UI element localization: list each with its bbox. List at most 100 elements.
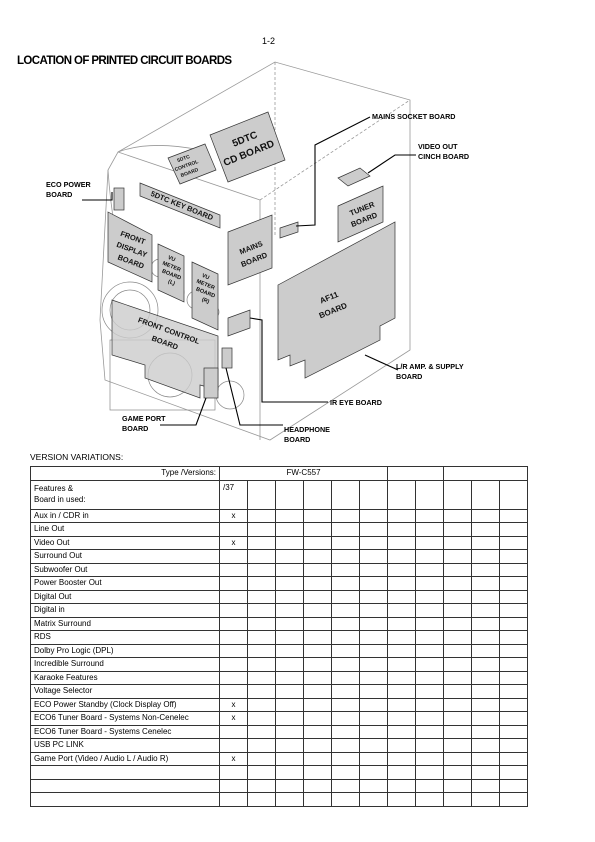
empty-cell bbox=[247, 765, 276, 780]
empty-cell bbox=[247, 643, 276, 658]
mark-cell bbox=[219, 670, 248, 685]
empty-cell bbox=[443, 508, 472, 523]
page-number: 1-2 bbox=[262, 36, 276, 46]
empty-cell bbox=[499, 738, 528, 753]
empty-cell bbox=[359, 697, 388, 712]
empty-cell bbox=[359, 724, 388, 739]
empty-cell bbox=[499, 562, 528, 577]
empty-cell bbox=[247, 549, 276, 564]
table-row bbox=[30, 778, 528, 793]
empty-cell bbox=[359, 778, 388, 793]
feature-cell: Dolby Pro Logic (DPL) bbox=[30, 643, 220, 658]
empty-cell bbox=[499, 576, 528, 591]
table-row: Digital in bbox=[30, 603, 528, 618]
empty-cell bbox=[471, 535, 500, 550]
empty-cell bbox=[443, 576, 472, 591]
empty-cell bbox=[275, 603, 304, 618]
key-board: 5DTC KEY BOARD bbox=[139, 182, 221, 229]
empty-cell bbox=[387, 576, 416, 591]
empty-cell bbox=[359, 616, 388, 631]
empty-cell bbox=[331, 603, 360, 618]
empty-cell bbox=[275, 792, 304, 807]
table-subheader-row: Features & Board in used: /37 bbox=[30, 479, 528, 510]
vu-meter-board-right: VU METER BOARD (R) bbox=[191, 261, 219, 331]
empty-cell bbox=[359, 549, 388, 564]
table-row: Game Port (Video / Audio L / Audio R)x bbox=[30, 751, 528, 766]
mark-cell bbox=[219, 562, 248, 577]
empty-cell bbox=[303, 616, 332, 631]
empty-cell bbox=[303, 765, 332, 780]
empty-cell bbox=[499, 603, 528, 618]
mark-cell: x bbox=[219, 508, 248, 523]
feature-cell: ECO6 Tuner Board - Systems Cenelec bbox=[30, 724, 220, 739]
empty-cell bbox=[499, 589, 528, 604]
empty-cell bbox=[359, 562, 388, 577]
empty-cell bbox=[499, 630, 528, 645]
empty-cell bbox=[443, 522, 472, 537]
empty-cell bbox=[499, 792, 528, 807]
empty-cell bbox=[387, 508, 416, 523]
front-control-board: FRONT CONTROL BOARD bbox=[111, 299, 219, 399]
empty-cell bbox=[359, 792, 388, 807]
empty-cell bbox=[275, 684, 304, 699]
feature-cell: RDS bbox=[30, 630, 220, 645]
empty-cell bbox=[443, 751, 472, 766]
empty-cell bbox=[331, 724, 360, 739]
empty-cell bbox=[415, 535, 444, 550]
empty-cell bbox=[443, 643, 472, 658]
empty-cell bbox=[499, 711, 528, 726]
feature-cell bbox=[30, 765, 220, 780]
empty-cell bbox=[275, 670, 304, 685]
empty-cell bbox=[415, 684, 444, 699]
empty-cell bbox=[471, 508, 500, 523]
table-row: Digital Out bbox=[30, 589, 528, 604]
empty-cell bbox=[415, 508, 444, 523]
empty-cell bbox=[471, 738, 500, 753]
mark-cell bbox=[219, 630, 248, 645]
mains-board: MAINS BOARD bbox=[227, 214, 273, 286]
empty-cell bbox=[387, 684, 416, 699]
empty-cell bbox=[415, 711, 444, 726]
empty-cell bbox=[303, 738, 332, 753]
empty-cell bbox=[275, 616, 304, 631]
empty-cell bbox=[443, 684, 472, 699]
empty-cell bbox=[331, 670, 360, 685]
feature-cell bbox=[30, 778, 220, 793]
feature-cell: Digital Out bbox=[30, 589, 220, 604]
feature-cell: Voltage Selector bbox=[30, 684, 220, 699]
empty-cell bbox=[387, 670, 416, 685]
empty-cell bbox=[471, 522, 500, 537]
empty-cell bbox=[303, 643, 332, 658]
table-row: Line Out bbox=[30, 522, 528, 537]
eco-power-callout-1: ECO POWER bbox=[46, 180, 92, 189]
empty-cell bbox=[387, 792, 416, 807]
empty-cell bbox=[499, 549, 528, 564]
video-out-callout-2: CINCH BOARD bbox=[418, 152, 469, 161]
empty-cell bbox=[275, 549, 304, 564]
empty-cell bbox=[499, 522, 528, 537]
empty-cell bbox=[303, 697, 332, 712]
headphone-board bbox=[221, 347, 233, 369]
vu-meter-board-left: VU METER BOARD (L) bbox=[157, 243, 185, 303]
empty-cell bbox=[387, 778, 416, 793]
empty-cell bbox=[415, 616, 444, 631]
empty-cell bbox=[415, 643, 444, 658]
version-code: /37 bbox=[219, 479, 248, 510]
mark-cell: x bbox=[219, 535, 248, 550]
empty-cell bbox=[275, 724, 304, 739]
empty-cell bbox=[331, 697, 360, 712]
empty-cell bbox=[275, 697, 304, 712]
feature-cell: Matrix Surround bbox=[30, 616, 220, 631]
empty-cell bbox=[303, 657, 332, 672]
empty-cell bbox=[387, 711, 416, 726]
eco-power-callout-2: BOARD bbox=[46, 190, 72, 199]
empty-cell bbox=[415, 778, 444, 793]
empty-cell bbox=[499, 751, 528, 766]
empty-cell bbox=[443, 724, 472, 739]
empty-cell bbox=[443, 765, 472, 780]
empty-cell bbox=[471, 711, 500, 726]
empty-cell bbox=[415, 697, 444, 712]
table-row: ECO Power Standby (Clock Display Off)x bbox=[30, 697, 528, 712]
feature-cell: Digital in bbox=[30, 603, 220, 618]
empty-cell bbox=[387, 603, 416, 618]
